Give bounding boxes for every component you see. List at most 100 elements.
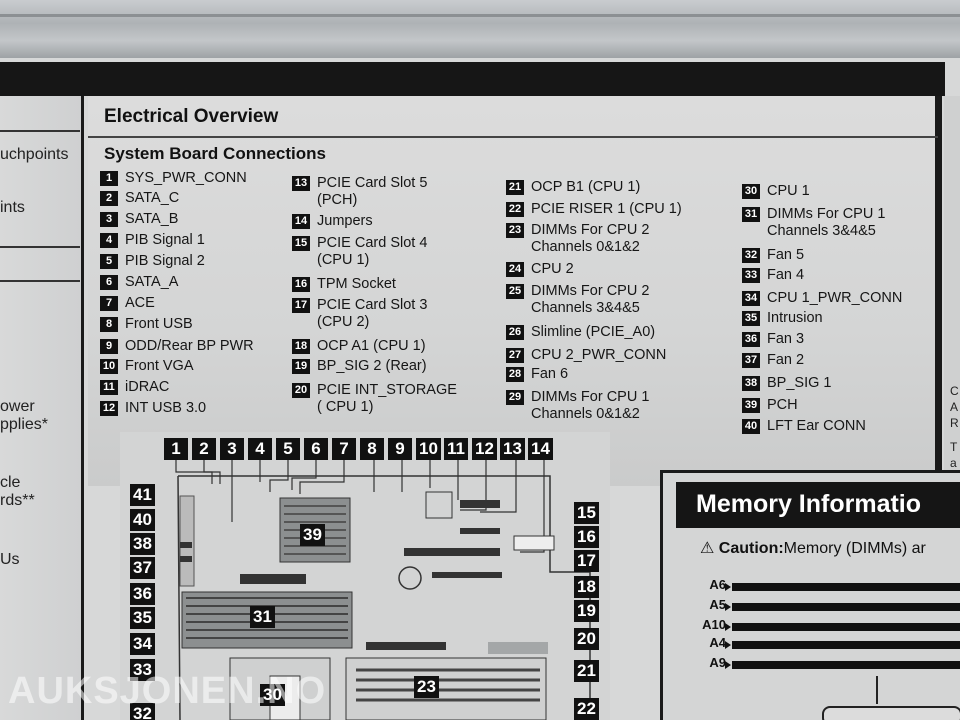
connection-label-line: Jumpers bbox=[317, 213, 373, 229]
connection-label: LFT Ear CONN bbox=[767, 418, 866, 435]
connection-label-line: PCIE RISER 1 (CPU 1) bbox=[531, 201, 682, 217]
connection-label-line: Fan 4 bbox=[767, 267, 805, 283]
dimm-slot-bar bbox=[732, 583, 960, 591]
connection-number-badge: 37 bbox=[742, 353, 760, 368]
connection-number-badge: 30 bbox=[742, 184, 760, 199]
connection-label-line: PCH bbox=[767, 397, 798, 413]
memory-outline bbox=[822, 706, 960, 720]
connection-item: 34 CPU 1_PWR_CONN bbox=[742, 290, 902, 307]
connection-label-line: CPU 1_PWR_CONN bbox=[767, 290, 903, 306]
left-separator bbox=[0, 130, 80, 132]
connection-label: Intrusion bbox=[767, 310, 823, 327]
caution-label: Caution: bbox=[718, 540, 784, 557]
diagram-left-badge: 36 bbox=[130, 583, 155, 605]
caution-message: Memory (DIMMs) ar bbox=[783, 540, 926, 557]
connection-label-line: Channels 0&1&2 bbox=[531, 406, 640, 422]
diagram-top-badge: 12 bbox=[472, 438, 497, 460]
dimm-slot-bar bbox=[732, 603, 960, 611]
connection-label-line: BP_SIG 1 bbox=[767, 375, 832, 391]
connection-label: BP_SIG 2 (Rear) bbox=[317, 358, 427, 375]
connection-label-line: PCIE Card Slot 4 bbox=[317, 235, 428, 251]
connection-label-line: (PCH) bbox=[317, 192, 358, 208]
connection-label-line: Fan 3 bbox=[767, 331, 805, 347]
connection-number-badge: 34 bbox=[742, 291, 760, 306]
connection-label: Fan 6 bbox=[531, 366, 568, 383]
connection-label-line: Front USB bbox=[125, 316, 193, 332]
connection-label: INT USB 3.0 bbox=[125, 400, 206, 417]
connection-label-line: PCIE INT_STORAGE bbox=[317, 382, 457, 398]
connection-label: PIB Signal 2 bbox=[125, 253, 205, 270]
diagram-right-badge: 21 bbox=[574, 660, 599, 682]
connection-item: 4 PIB Signal 1 bbox=[100, 232, 205, 249]
connection-label-line: TPM Socket bbox=[317, 276, 396, 292]
connection-item: 12 INT USB 3.0 bbox=[100, 400, 206, 417]
connection-label: Fan 5 bbox=[767, 247, 804, 264]
left-separator bbox=[0, 246, 80, 248]
dimm-slot-arrow-icon bbox=[725, 603, 731, 611]
header-band bbox=[0, 62, 945, 96]
diagram-right-badge: 19 bbox=[574, 600, 599, 622]
diagram-top-badge: 8 bbox=[360, 438, 384, 460]
right-fragment: A bbox=[950, 400, 959, 414]
connection-label: Fan 3 bbox=[767, 331, 804, 348]
connection-label-line: (CPU 1) bbox=[317, 252, 370, 268]
diagram-right-badge: 17 bbox=[574, 550, 599, 572]
connection-number-badge: 20 bbox=[292, 383, 310, 398]
diagram-top-badge: 11 bbox=[444, 438, 468, 460]
connection-label: PIB Signal 1 bbox=[125, 232, 205, 249]
connection-label-line: Slimline (PCIE_A0) bbox=[531, 324, 656, 340]
connection-number-badge: 23 bbox=[506, 223, 524, 238]
connection-label-line: Channels 3&4&5 bbox=[531, 300, 640, 316]
diagram-right-badge: 15 bbox=[574, 502, 599, 524]
diagram-inner-label: 30 bbox=[260, 684, 285, 706]
connection-number-badge: 12 bbox=[100, 401, 118, 416]
left-fragment: uchpoints bbox=[0, 146, 69, 163]
dimm-slot-arrow-icon bbox=[725, 641, 731, 649]
diagram-inner-label: 23 bbox=[414, 676, 439, 698]
memory-header bbox=[676, 482, 960, 528]
left-fragment: cle bbox=[0, 474, 21, 491]
connection-number-badge: 32 bbox=[742, 248, 760, 263]
connection-label-line: DIMMs For CPU 1 bbox=[531, 389, 650, 405]
diagram-left-badge: 40 bbox=[130, 509, 155, 531]
dimm-slot-bar bbox=[732, 661, 960, 669]
diagram-right-badge: 20 bbox=[574, 628, 599, 650]
dimm-slot-label: A5 bbox=[709, 597, 726, 612]
diagram-top-badge: 1 bbox=[164, 438, 188, 460]
connection-label-line: OCP A1 (CPU 1) bbox=[317, 338, 426, 354]
chassis-metal bbox=[0, 0, 960, 58]
diagram-top-badge: 14 bbox=[528, 438, 553, 460]
diagram-top-badge: 7 bbox=[332, 438, 356, 460]
connection-label: BP_SIG 1 bbox=[767, 375, 831, 392]
dimm-slot-label: A9 bbox=[709, 655, 726, 670]
connection-label: PCIE INT_STORAGE( CPU 1) bbox=[317, 382, 457, 416]
connection-number-badge: 21 bbox=[506, 180, 524, 195]
connection-number-badge: 4 bbox=[100, 233, 118, 248]
memory-title: Memory Informatio bbox=[696, 490, 922, 518]
connection-number-badge: 16 bbox=[292, 277, 310, 292]
dimm-slot-label: A10 bbox=[702, 617, 726, 632]
connection-label-line: Channels 0&1&2 bbox=[531, 239, 640, 255]
connection-number-badge: 24 bbox=[506, 262, 524, 277]
connection-label: OCP A1 (CPU 1) bbox=[317, 338, 426, 355]
connection-label: TPM Socket bbox=[317, 276, 396, 293]
connection-label-line: PIB Signal 2 bbox=[125, 253, 205, 269]
title-rule bbox=[88, 136, 938, 138]
